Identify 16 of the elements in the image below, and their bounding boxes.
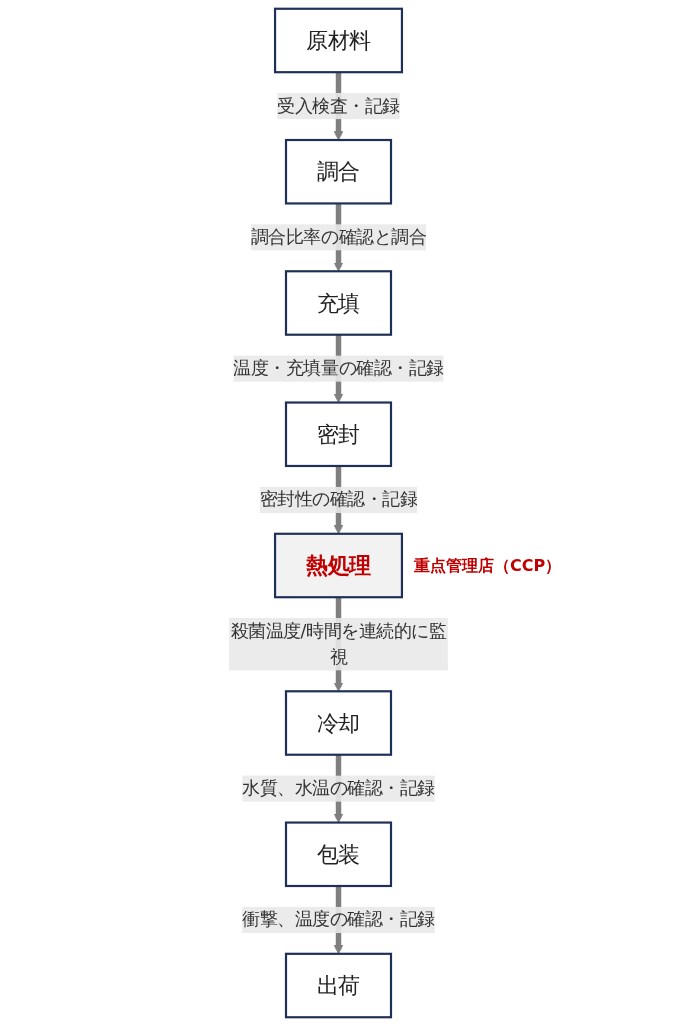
- edge-label: 調合比率の確認と調合: [250, 226, 427, 248]
- side-note: 重点管理店（CCP）: [413, 555, 562, 577]
- edge-label: 密封性の確認・記録: [259, 488, 418, 510]
- edge-label: 受入検査・記録: [277, 95, 400, 116]
- edge-label: 温度・充填量の確認・記録: [233, 357, 444, 379]
- edge-label: 衝撃、温度の確認・記録: [242, 908, 435, 930]
- node-box: 充填: [284, 270, 393, 336]
- edge-label: 殺菌温度/時間を連続的に監視: [230, 620, 447, 668]
- node-box: 冷却: [284, 690, 393, 756]
- node-box: 包装: [284, 821, 393, 888]
- node-box: 原材料: [273, 7, 404, 74]
- node-box: 密封: [284, 401, 393, 468]
- edge-label: 水質、水温の確認・記録: [242, 777, 435, 799]
- node-box: 熱処理: [273, 532, 404, 599]
- node-box: 調合: [284, 138, 393, 205]
- node-box: 出荷: [284, 952, 393, 1019]
